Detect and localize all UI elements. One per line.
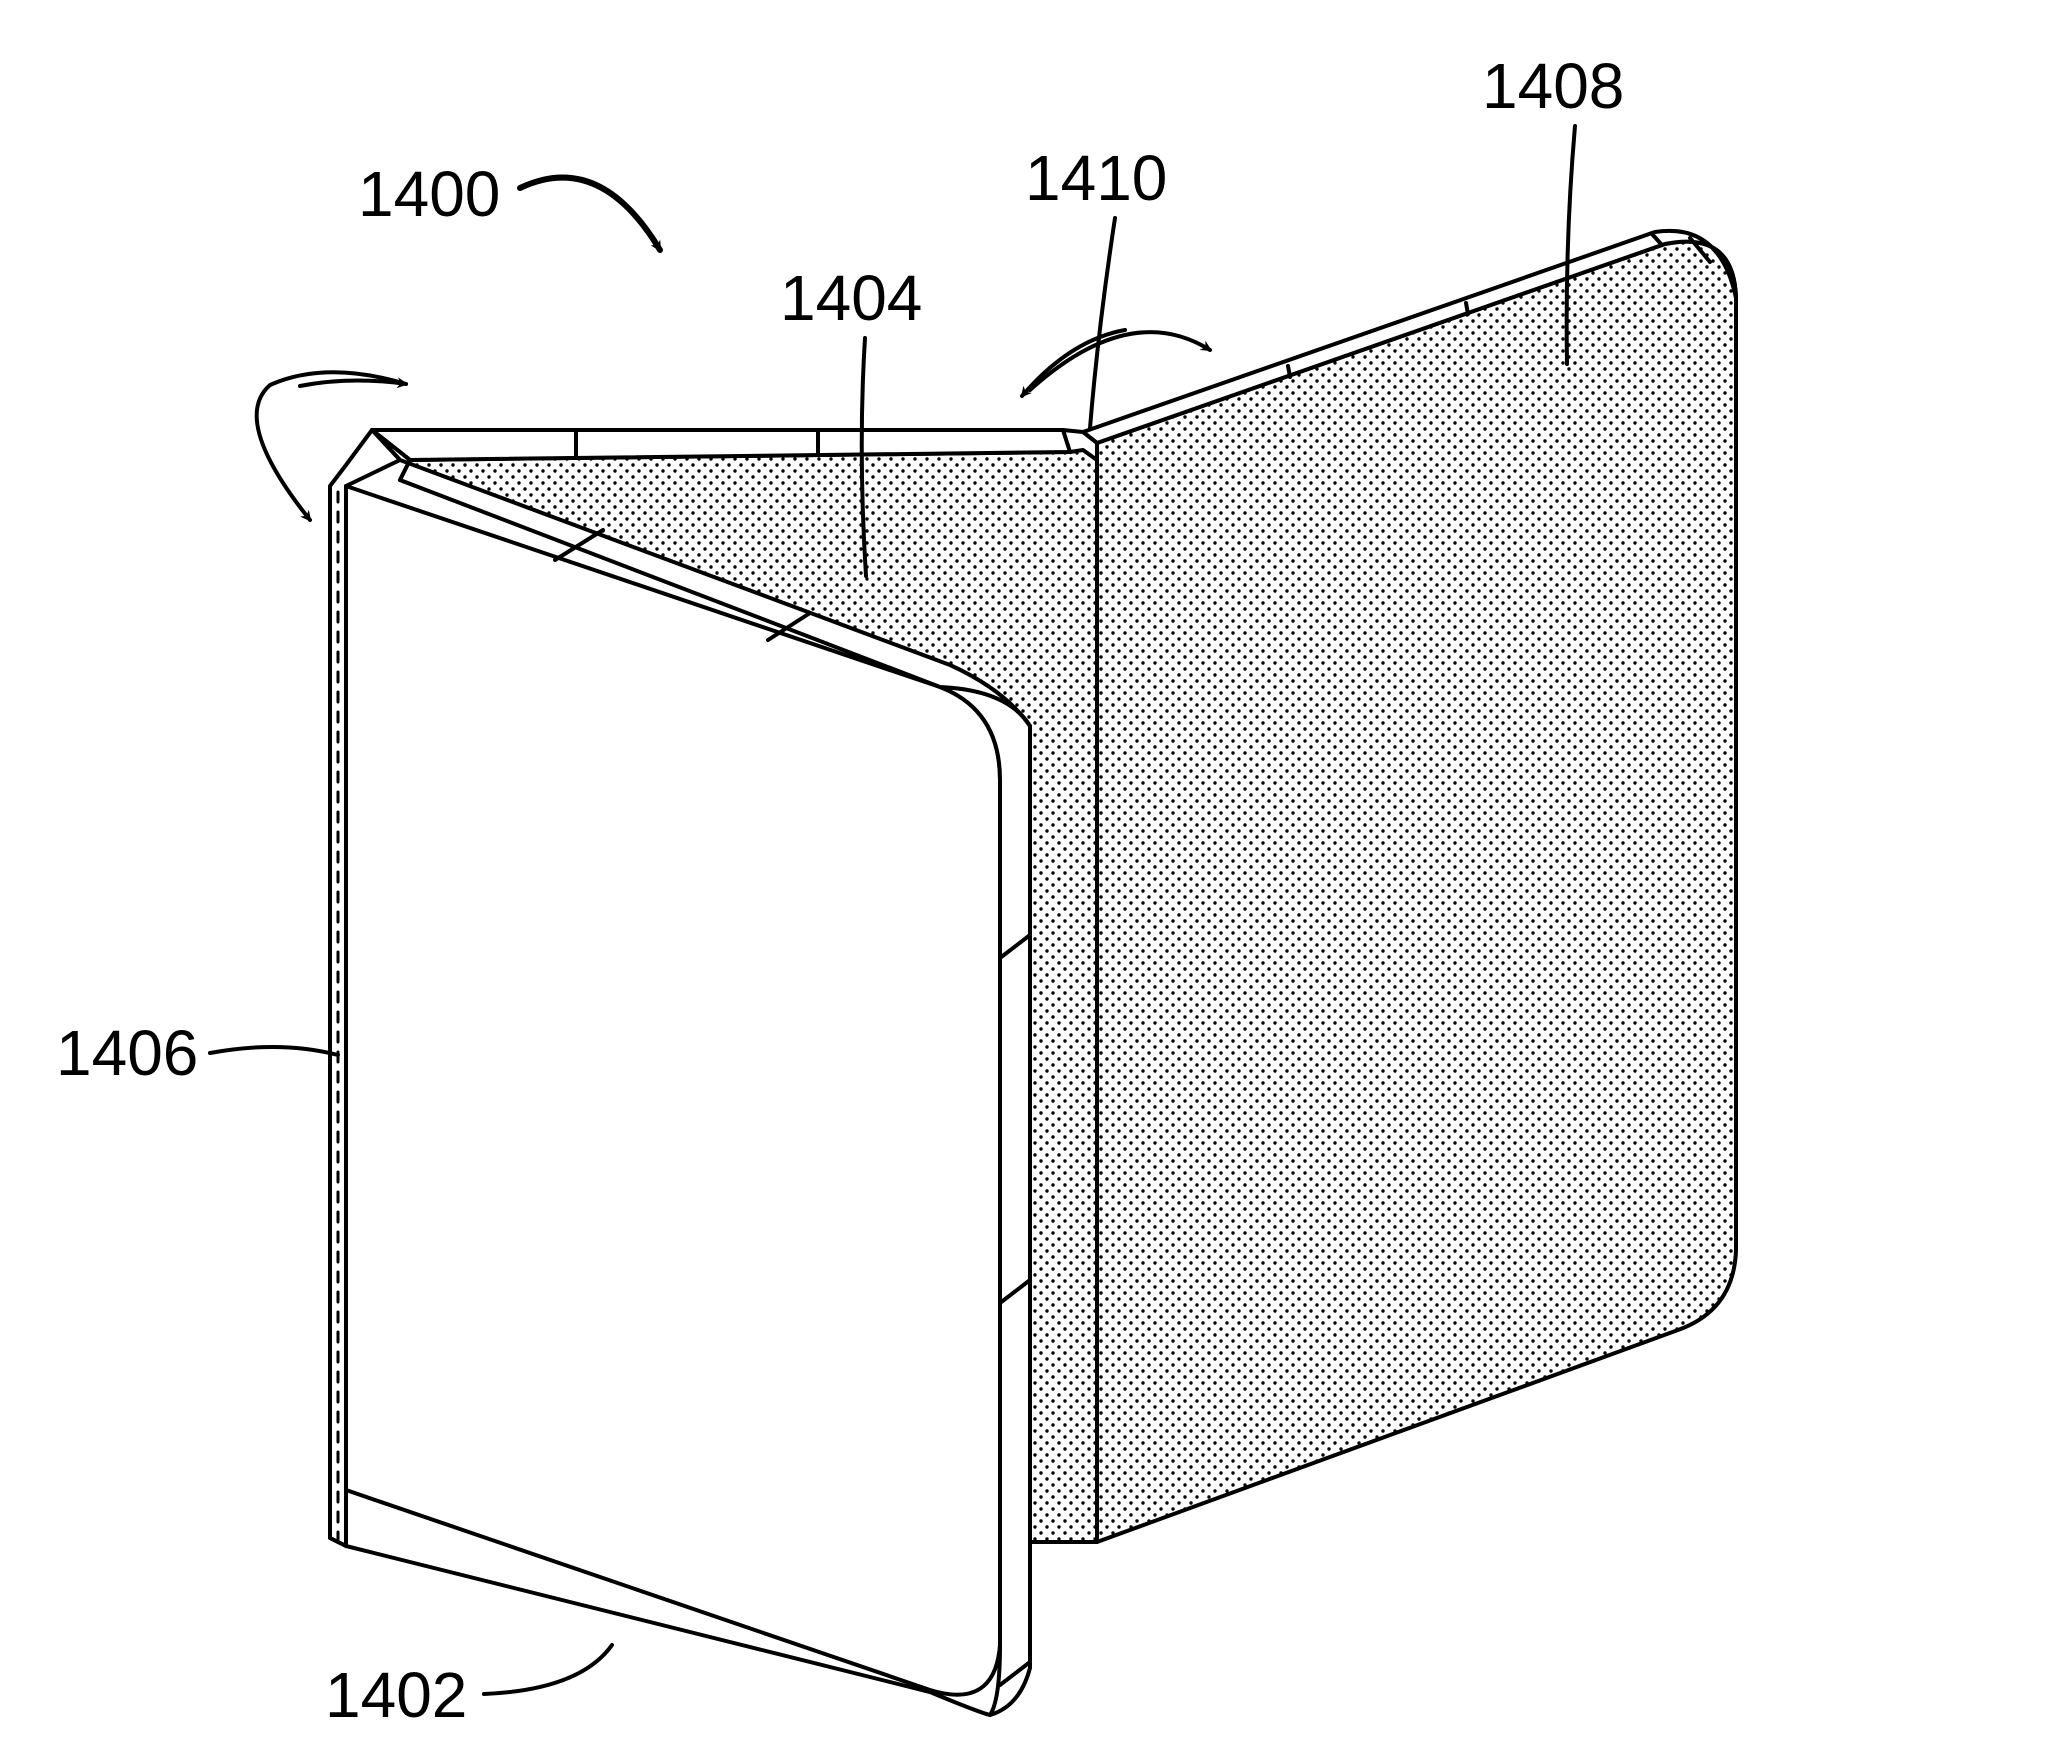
third-panel <box>1095 239 1738 1544</box>
leader-line-1408 <box>1564 124 1577 366</box>
second-hinge-block <box>1061 428 1099 462</box>
first-panel-top-edge <box>370 428 1032 728</box>
label-third-panel: 1408 <box>1482 50 1624 122</box>
third-panel-edge-seg-3 <box>1650 232 1664 247</box>
first-panel-side-seg-3 <box>998 1660 1032 1687</box>
leader-line-1406 <box>208 1045 340 1057</box>
third-panel-top-edge <box>1081 228 1738 445</box>
leader-line-1404 <box>859 336 868 578</box>
label-device: 1400 <box>358 158 500 230</box>
leader-line-1402 <box>482 1643 614 1696</box>
first-panel-top-seg-1 <box>553 528 605 562</box>
leader-line-1410 <box>1088 216 1117 430</box>
label-first-panel: 1402 <box>325 1659 467 1731</box>
third-panel-edge-seg-4 <box>1688 236 1712 264</box>
third-panel-edge-seg-2 <box>1464 301 1470 316</box>
first-panel-top-seg-2 <box>766 611 812 642</box>
label-second-hinge: 1410 <box>1025 142 1167 214</box>
label-first-hinge-edge: 1406 <box>56 1017 198 1089</box>
rotation-arrow-right-head-2 <box>1020 328 1127 398</box>
device-reference-arrow <box>517 174 663 253</box>
rotation-arrow-left-head-2 <box>298 377 409 389</box>
third-panel-edge-seg-1 <box>1286 364 1292 379</box>
first-panel-bottom-edge <box>328 1536 992 1717</box>
first-panel-side-seg-1 <box>998 933 1032 960</box>
label-second-panel: 1404 <box>780 262 922 334</box>
first-panel-side-seg-2 <box>998 1278 1032 1305</box>
rotation-arrow-left <box>254 370 408 522</box>
rotation-arrow-right <box>1028 330 1212 392</box>
